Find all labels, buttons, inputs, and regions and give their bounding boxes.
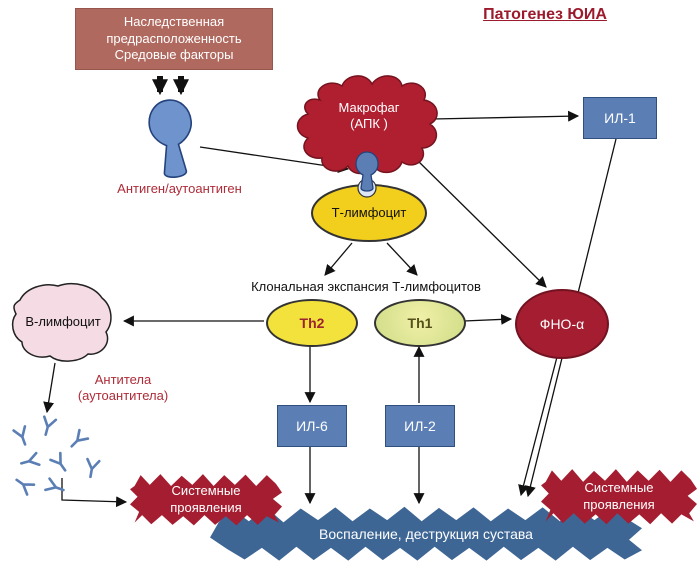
antigen-icon (148, 99, 192, 178)
antibody-icon (70, 428, 90, 448)
arrow (61, 478, 128, 508)
macrophage-label: Макрофаг (АПК ) (310, 100, 428, 133)
th1-node: Th1 (374, 299, 466, 347)
antigen-label: Антиген/аутоантиген (117, 181, 242, 196)
macrophage-label-line: (АПК ) (350, 116, 388, 132)
systemic-burst-line: Системные (584, 480, 654, 496)
arrow (386, 242, 418, 276)
antibody-icon (49, 451, 67, 472)
hereditary-box: Наследственная предрасположенность Средо… (75, 8, 273, 70)
t-lymphocyte-label: Т-лимфоцит (331, 205, 407, 220)
antibody-icons (12, 415, 101, 496)
clonal-expansion-label: Клональная экспансия Т-лимфоцитов (251, 279, 481, 294)
arrow (414, 157, 547, 288)
antibodies-label-line: (аутоантитела) (77, 388, 169, 404)
il1-box: ИЛ-1 (583, 97, 657, 139)
arrow (463, 313, 513, 325)
macrophage-label-line: Макрофаг (338, 100, 400, 115)
arrow (518, 356, 558, 497)
th1-label: Th1 (407, 315, 433, 331)
antibodies-label: Антитела (аутоантитела) (48, 372, 198, 405)
il6-box: ИЛ-6 (277, 405, 347, 447)
systemic-burst-line: проявления (583, 497, 655, 512)
antibody-icon (42, 415, 58, 436)
macrophage-blob (296, 75, 438, 175)
th2-label: Th2 (299, 315, 325, 331)
il2-label: ИЛ-2 (404, 418, 436, 434)
b-lymphocyte-label: В-лимфоцит (25, 314, 101, 329)
antibody-icon (12, 425, 27, 446)
tnf-node: ФНО-α (515, 289, 609, 359)
th2-node: Th2 (266, 299, 358, 347)
page-title: Патогенез ЮИА (483, 6, 607, 23)
inflammation-label: Воспаление, деструкция сустава (319, 526, 533, 542)
antibody-icon (86, 457, 101, 479)
antibody-icon (15, 478, 36, 496)
b-lymphocyte-blob (11, 282, 112, 362)
il2-box: ИЛ-2 (385, 405, 455, 447)
antibody-icon (20, 451, 41, 467)
il1-label: ИЛ-1 (604, 110, 636, 126)
arrow (324, 242, 353, 276)
presented-antigen-icon (355, 151, 379, 198)
il6-label: ИЛ-6 (296, 418, 328, 434)
tnf-label: ФНО-α (539, 316, 585, 332)
systemic-burst-left: Системные проявления (130, 474, 282, 526)
systemic-burst-line: Системные (171, 483, 241, 499)
arrow (43, 362, 56, 414)
antibody-icon (44, 477, 65, 492)
hereditary-line: Средовые факторы (114, 47, 234, 63)
hereditary-line: Наследственная (123, 13, 225, 29)
systemic-burst-line: проявления (170, 500, 242, 515)
hereditary-line: предрасположенность (106, 30, 242, 46)
antibodies-label-line: Антитела (94, 372, 152, 387)
arrow (432, 110, 580, 122)
